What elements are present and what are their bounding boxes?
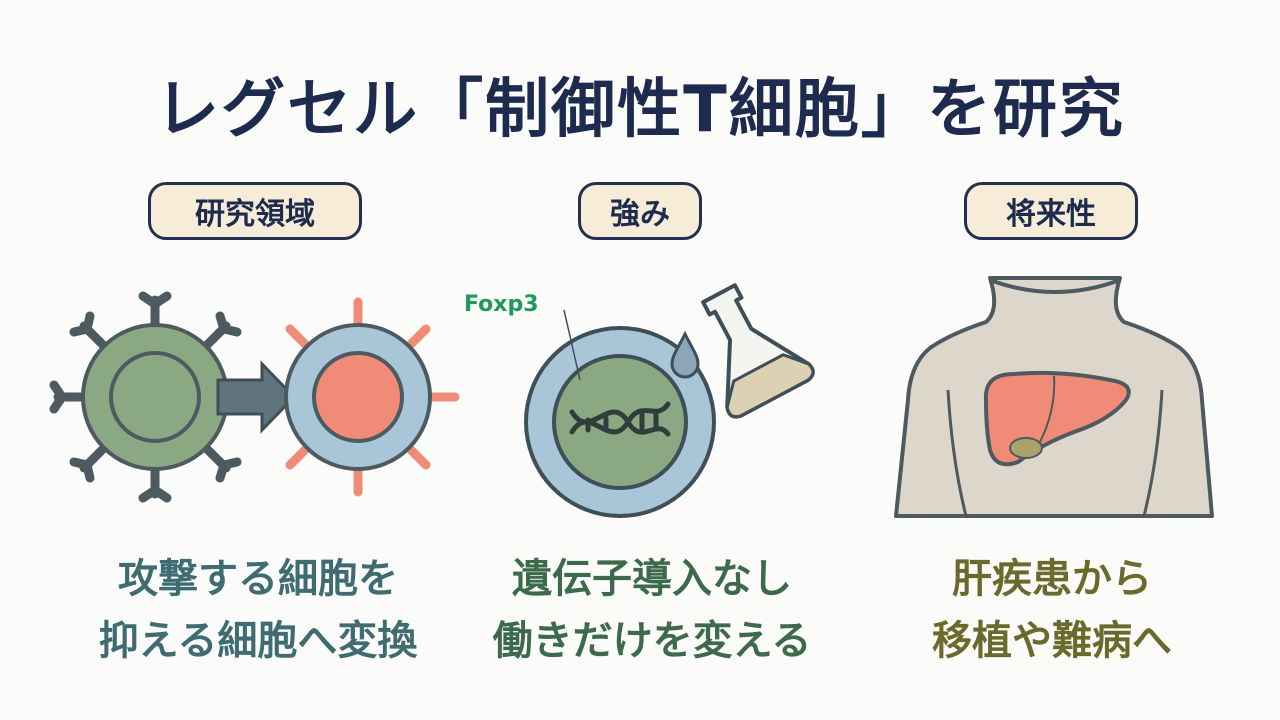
attacking-cell-icon xyxy=(49,291,242,503)
cell-conversion-illustration xyxy=(49,291,460,503)
liver-icon xyxy=(983,370,1131,467)
torso-liver-illustration xyxy=(894,276,1214,518)
foxp3-label: Foxp3 xyxy=(464,292,539,317)
dna-icon xyxy=(569,401,671,437)
page-title: レグセル「制御性T細胞」を研究 xyxy=(155,73,1125,147)
section-label-future: 将来性 xyxy=(964,182,1138,240)
section-label-research-area: 研究領域 xyxy=(148,182,362,240)
arrow-right-icon xyxy=(216,360,297,434)
caption-line: 遺伝子導入なし xyxy=(512,556,792,602)
caption-strength: 遺伝子導入なし 働きだけを変える xyxy=(442,548,862,672)
caption-future: 肝疾患から 移植や難病へ xyxy=(842,548,1262,672)
caption-line: 抑える細胞へ変換 xyxy=(98,618,418,664)
caption-line: 移植や難病へ xyxy=(932,618,1172,664)
cell-icon xyxy=(524,326,716,518)
caption-line: 攻撃する細胞を xyxy=(118,556,398,602)
caption-line: 肝疾患から xyxy=(952,556,1152,602)
section-label-strength: 強み xyxy=(578,182,702,240)
caption-research-area: 攻撃する細胞を 抑える細胞へ変換 xyxy=(48,548,468,672)
suppressing-cell-icon xyxy=(284,297,460,497)
foxp3-pointer-line xyxy=(563,309,581,381)
flask-icon xyxy=(701,283,815,419)
caption-line: 働きだけを変える xyxy=(492,618,812,664)
droplet-icon xyxy=(670,330,700,379)
gene-cell-illustration xyxy=(524,283,815,518)
